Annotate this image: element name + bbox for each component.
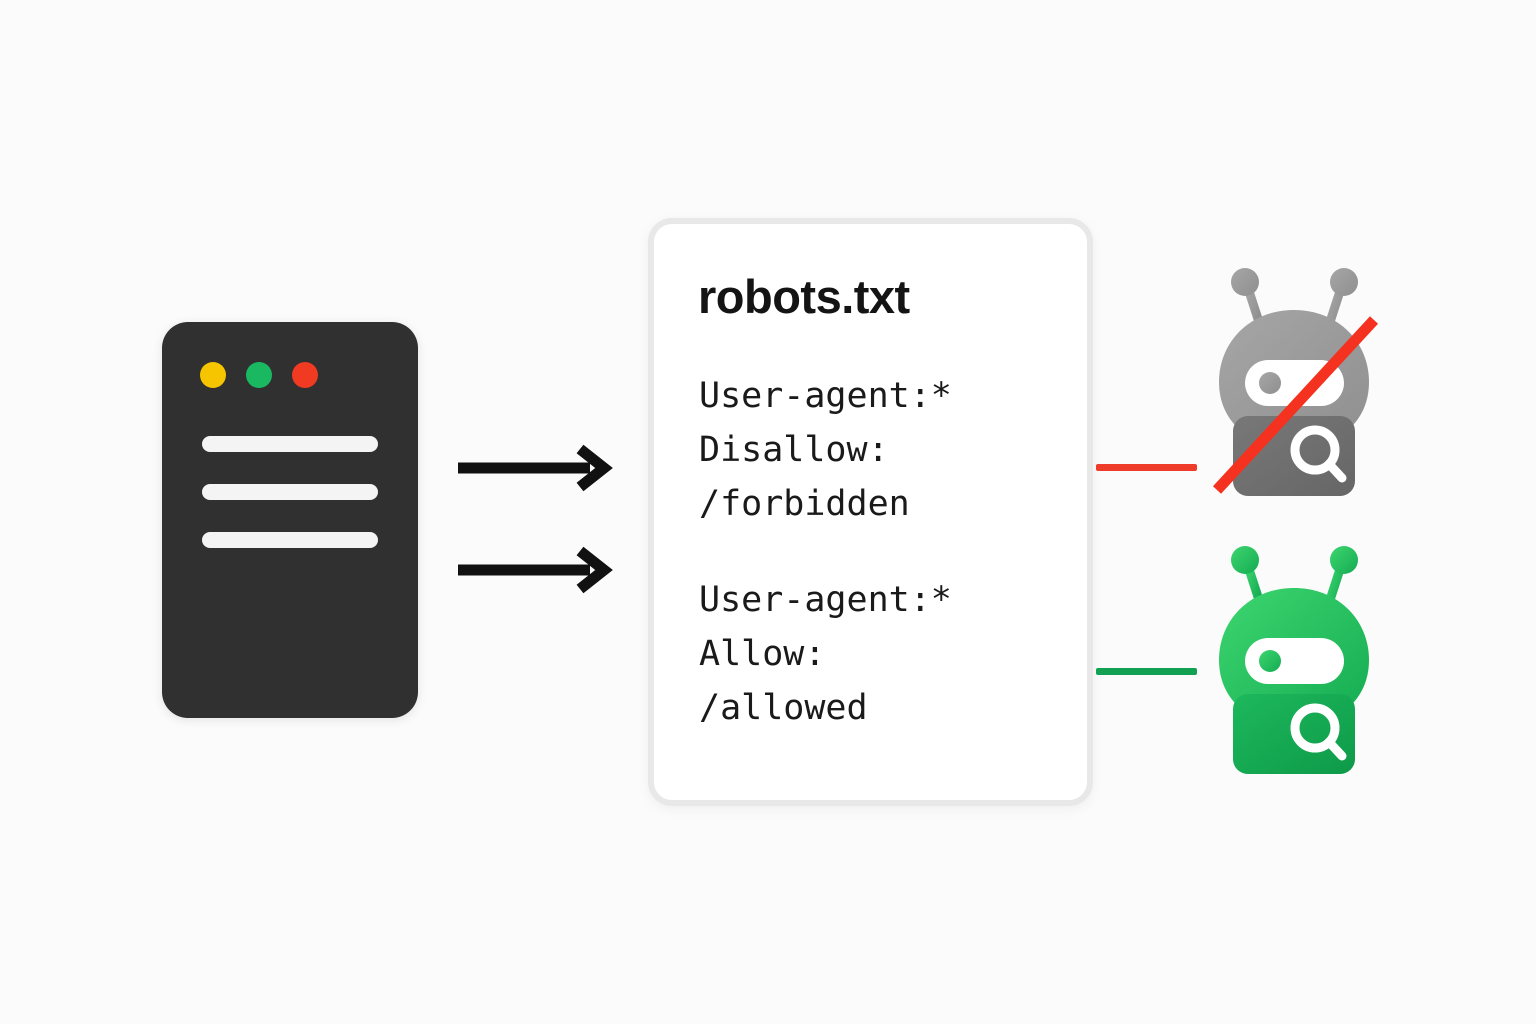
traffic-dot-green-icon (246, 362, 272, 388)
traffic-dot-red-icon (292, 362, 318, 388)
rule-line: User-agent:* (699, 580, 952, 620)
server-traffic-lights (200, 362, 318, 388)
arrow-to-card-top-icon (456, 444, 614, 492)
arrow-to-card-bottom-icon (456, 546, 614, 594)
server-content-lines (202, 436, 378, 580)
rule-line: /forbidden (699, 484, 910, 524)
website-server-icon (162, 322, 418, 718)
rule-line: /allowed (699, 688, 868, 728)
rule-line: Allow: (699, 634, 826, 674)
traffic-dot-yellow-icon (200, 362, 226, 388)
card-title: robots.txt (698, 270, 910, 323)
server-content-line (202, 532, 378, 548)
connector-blocked-line (1096, 464, 1197, 471)
allowed-crawler-robot-icon (1207, 540, 1382, 780)
disallow-rule-group: User-agent:* Disallow: /forbidden (699, 369, 1069, 531)
server-content-line (202, 436, 378, 452)
robots-txt-card: robots.txt User-agent:* Disallow: /forbi… (648, 218, 1093, 806)
server-content-line (202, 484, 378, 500)
robots-rules: User-agent:* Disallow: /forbidden User-a… (699, 369, 1069, 735)
rule-line: Disallow: (699, 430, 889, 470)
rule-line: User-agent:* (699, 376, 952, 416)
blocked-crawler-robot-icon (1207, 262, 1382, 502)
connector-allowed-line (1096, 668, 1197, 675)
allow-rule-group: User-agent:* Allow: /allowed (699, 573, 1069, 735)
